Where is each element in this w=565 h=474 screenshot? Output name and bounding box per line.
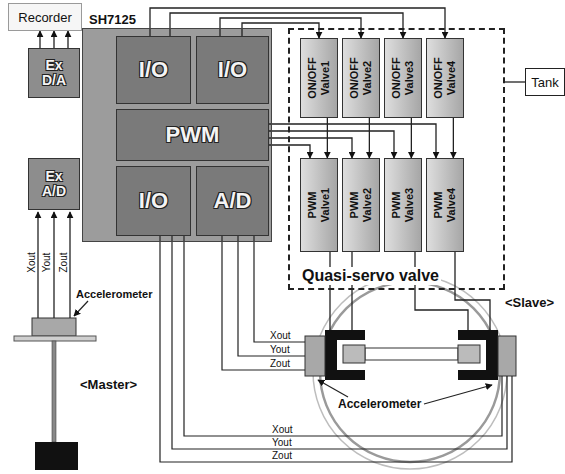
- leader-arrow: [424, 385, 492, 404]
- onoff-valve: ON/OFF Valve2: [342, 38, 380, 118]
- signal-name: Zout: [272, 450, 292, 461]
- connector: [453, 118, 454, 158]
- valve-group: ON/OFF Valve1 ON/OFF Valve2 ON/OFF Valve3 O…: [288, 28, 505, 290]
- recorder-box: Recorder: [8, 3, 82, 31]
- signal-name: Xout: [25, 252, 36, 273]
- signal-wire: [238, 236, 305, 356]
- group-title: Quasi-servo valve: [300, 267, 441, 285]
- board-name: SH7125: [89, 12, 136, 27]
- air-pipe: [329, 252, 330, 330]
- valve-label: ON/OFF Valve4: [432, 57, 457, 99]
- signal-wire: [37, 212, 38, 318]
- pwm-valve: PWM Valve1: [300, 158, 338, 252]
- pwm-valve: PWM Valve2: [342, 158, 380, 252]
- signal-wire: [172, 236, 507, 449]
- slave-accelerometer: [498, 336, 516, 376]
- port-name: PWM: [166, 122, 220, 148]
- signal-wire: [69, 212, 70, 318]
- cylinder: [458, 330, 498, 380]
- signal-name: Zout: [58, 252, 69, 272]
- converter-box: Ex D/A: [28, 48, 80, 98]
- part-label: Accelerometer: [76, 288, 152, 300]
- valve-label: PWM Valve2: [348, 188, 373, 222]
- connector: [39, 31, 40, 48]
- slave-accelerometer: [305, 336, 325, 376]
- signal-wire: [184, 236, 502, 436]
- mcu-board: I/OI/OPWMI/OA/DSH7125: [82, 28, 272, 242]
- box-label: Ex D/A: [42, 58, 66, 89]
- air-pipe: [455, 252, 490, 330]
- signal-name: Yout: [272, 437, 292, 448]
- valve-label: ON/OFF Valve3: [390, 57, 415, 99]
- onoff-valve: ON/OFF Valve4: [426, 38, 464, 118]
- leader-arrow: [74, 301, 88, 316]
- port-name: I/O: [139, 57, 168, 83]
- signal-name: Yout: [270, 344, 290, 355]
- connector: [411, 118, 412, 158]
- signal-wire: [53, 212, 54, 318]
- port-name: I/O: [218, 57, 247, 83]
- signal-wire: [222, 236, 305, 370]
- cylinder: [325, 330, 365, 380]
- piston-rod: [365, 348, 458, 360]
- connector: [170, 13, 403, 38]
- box-label: Tank: [531, 75, 558, 90]
- pwm-unit: PWM: [116, 109, 269, 161]
- part-label: <Master>: [80, 378, 137, 392]
- connector: [150, 8, 445, 38]
- slave-ring: [313, 275, 507, 469]
- valve-label: PWM Valve3: [390, 188, 415, 222]
- part-label: Accelerometer: [338, 398, 421, 411]
- signal-name: Xout: [270, 330, 291, 341]
- io-port: I/O: [116, 166, 191, 236]
- master-accelerometer: [32, 318, 76, 336]
- connector: [67, 31, 68, 48]
- air-pipe: [351, 252, 352, 330]
- connector: [369, 118, 370, 158]
- piston: [458, 345, 480, 363]
- part-label: <Slave>: [505, 296, 554, 310]
- onoff-valve: ON/OFF Valve3: [384, 38, 422, 118]
- signal-name: Yout: [41, 252, 52, 272]
- connector: [505, 81, 525, 82]
- valve-label: PWM Valve4: [432, 188, 457, 222]
- connector: [53, 31, 54, 48]
- master-base: [35, 442, 78, 470]
- signal-name: Zout: [270, 358, 290, 369]
- signal-name: Xout: [272, 424, 293, 435]
- connector: [327, 118, 328, 158]
- air-pipe: [415, 252, 468, 330]
- master-plate: [14, 336, 96, 341]
- piston: [343, 345, 365, 363]
- port-name: I/O: [139, 188, 168, 214]
- mcu-body: [82, 28, 272, 242]
- box-label: Ex A/D: [42, 169, 66, 200]
- valve-label: PWM Valve1: [306, 188, 331, 222]
- pwm-valve: PWM Valve3: [384, 158, 422, 252]
- signal-wire: [160, 236, 512, 462]
- io-port: I/O: [196, 36, 269, 104]
- master-rod: [52, 341, 56, 442]
- port-name: A/D: [214, 188, 252, 214]
- connector: [269, 138, 352, 158]
- valve-label: ON/OFF Valve2: [348, 57, 373, 99]
- ad-unit: A/D: [196, 166, 269, 236]
- box-label: Recorder: [18, 10, 71, 25]
- converter-box: Ex A/D: [28, 158, 80, 210]
- tank-box: Tank: [525, 68, 565, 96]
- slave-ring: [320, 282, 500, 462]
- valve-label: ON/OFF Valve1: [306, 57, 331, 99]
- leader-arrow: [318, 380, 348, 397]
- pwm-valve: PWM Valve4: [426, 158, 464, 252]
- onoff-valve: ON/OFF Valve1: [300, 38, 338, 118]
- io-port: I/O: [116, 36, 191, 104]
